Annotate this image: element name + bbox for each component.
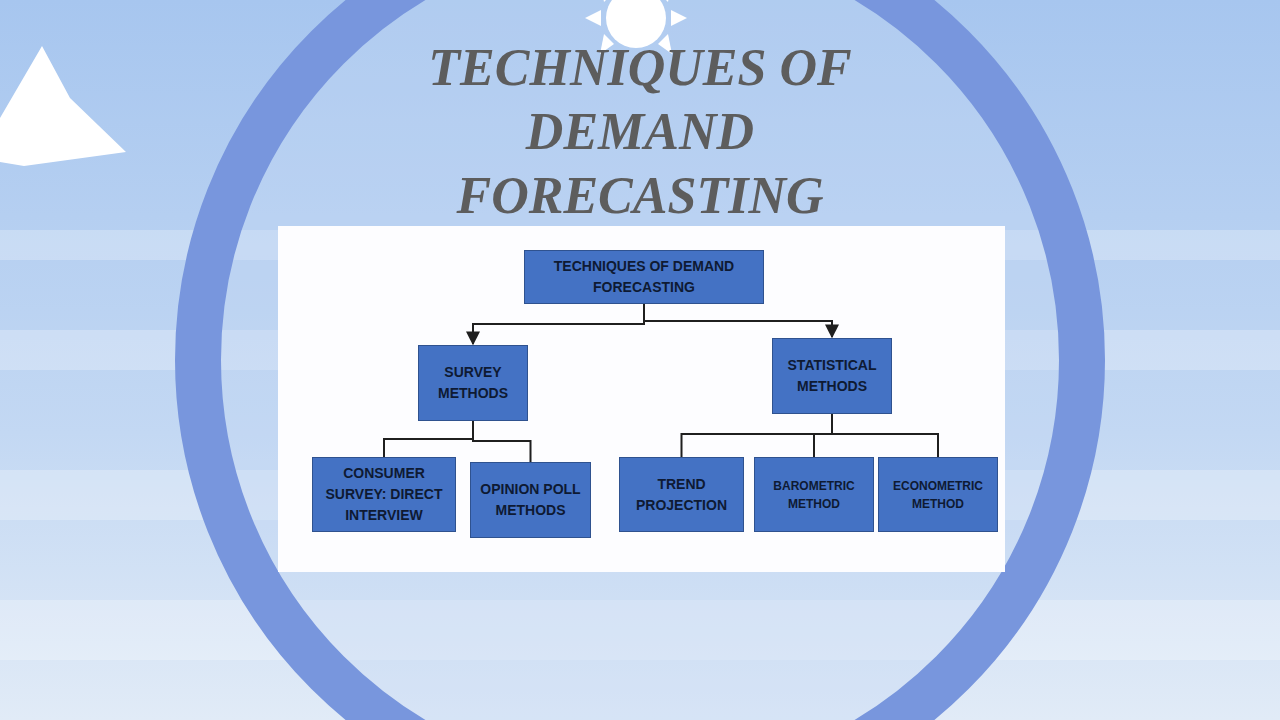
box-label: ECONOMETRIC METHOD bbox=[885, 477, 991, 513]
connector bbox=[384, 421, 473, 457]
method-box: ECONOMETRIC METHOD bbox=[878, 457, 998, 532]
root-box: TECHNIQUES OF DEMAND FORECASTING bbox=[524, 250, 764, 304]
method-box: CONSUMER SURVEY: DIRECT INTERVIEW bbox=[312, 457, 456, 532]
box-label: TREND PROJECTION bbox=[626, 474, 737, 516]
connector bbox=[832, 414, 938, 457]
box-label: BAROMETRIC METHOD bbox=[761, 477, 867, 513]
connector bbox=[814, 414, 832, 457]
method-box: BAROMETRIC METHOD bbox=[754, 457, 874, 532]
method-box: OPINION POLL METHODS bbox=[470, 462, 591, 538]
connector bbox=[682, 414, 833, 457]
arrow-shape bbox=[0, 46, 126, 166]
ring bbox=[198, 0, 1082, 720]
method-box: TREND PROJECTION bbox=[619, 457, 744, 532]
box-label: SURVEY METHODS bbox=[425, 362, 521, 404]
box-label: OPINION POLL METHODS bbox=[477, 479, 584, 521]
page-title: TECHNIQUES OF DEMAND FORECASTING bbox=[370, 36, 910, 228]
connector bbox=[473, 304, 644, 344]
connector bbox=[473, 421, 531, 462]
method-box: STATISTICAL METHODS bbox=[772, 338, 892, 414]
connector bbox=[644, 304, 832, 337]
box-label: TECHNIQUES OF DEMAND FORECASTING bbox=[531, 256, 757, 298]
box-label: CONSUMER SURVEY: DIRECT INTERVIEW bbox=[319, 463, 449, 526]
chart-panel bbox=[278, 226, 1005, 572]
box-label: STATISTICAL METHODS bbox=[779, 355, 885, 397]
method-box: SURVEY METHODS bbox=[418, 345, 528, 421]
